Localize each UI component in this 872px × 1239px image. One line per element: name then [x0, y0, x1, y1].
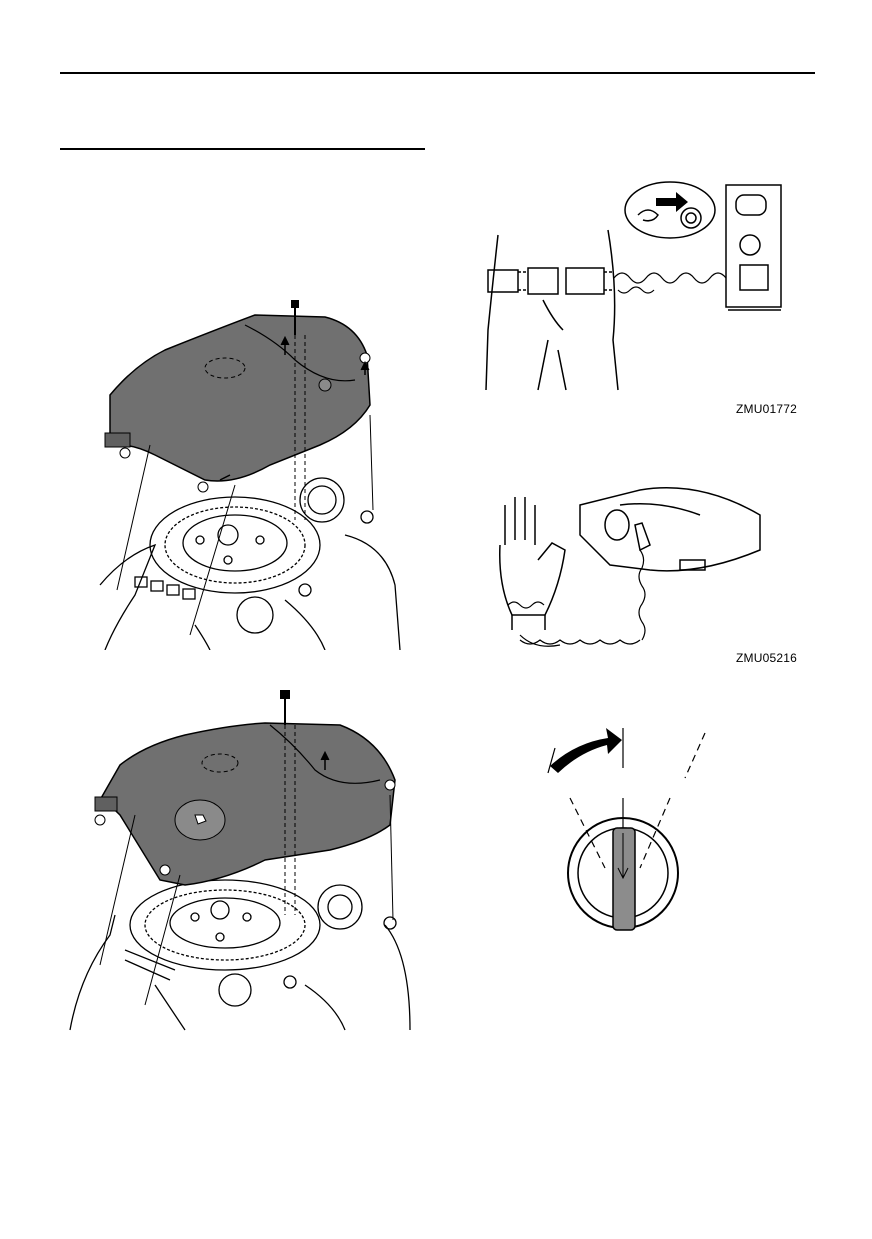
header-rule	[60, 72, 815, 74]
knob-rotation-illustration	[540, 728, 715, 938]
figure-code: ZMU01772	[736, 402, 797, 416]
figure-code: ZMU05216	[736, 651, 797, 665]
lanyard-belt-illustration	[478, 180, 788, 395]
lanyard-wrist-illustration	[490, 475, 770, 675]
top-cover-removal-illustration	[95, 295, 415, 650]
section-rule	[60, 148, 425, 150]
top-cover-installation-illustration	[65, 685, 420, 1035]
